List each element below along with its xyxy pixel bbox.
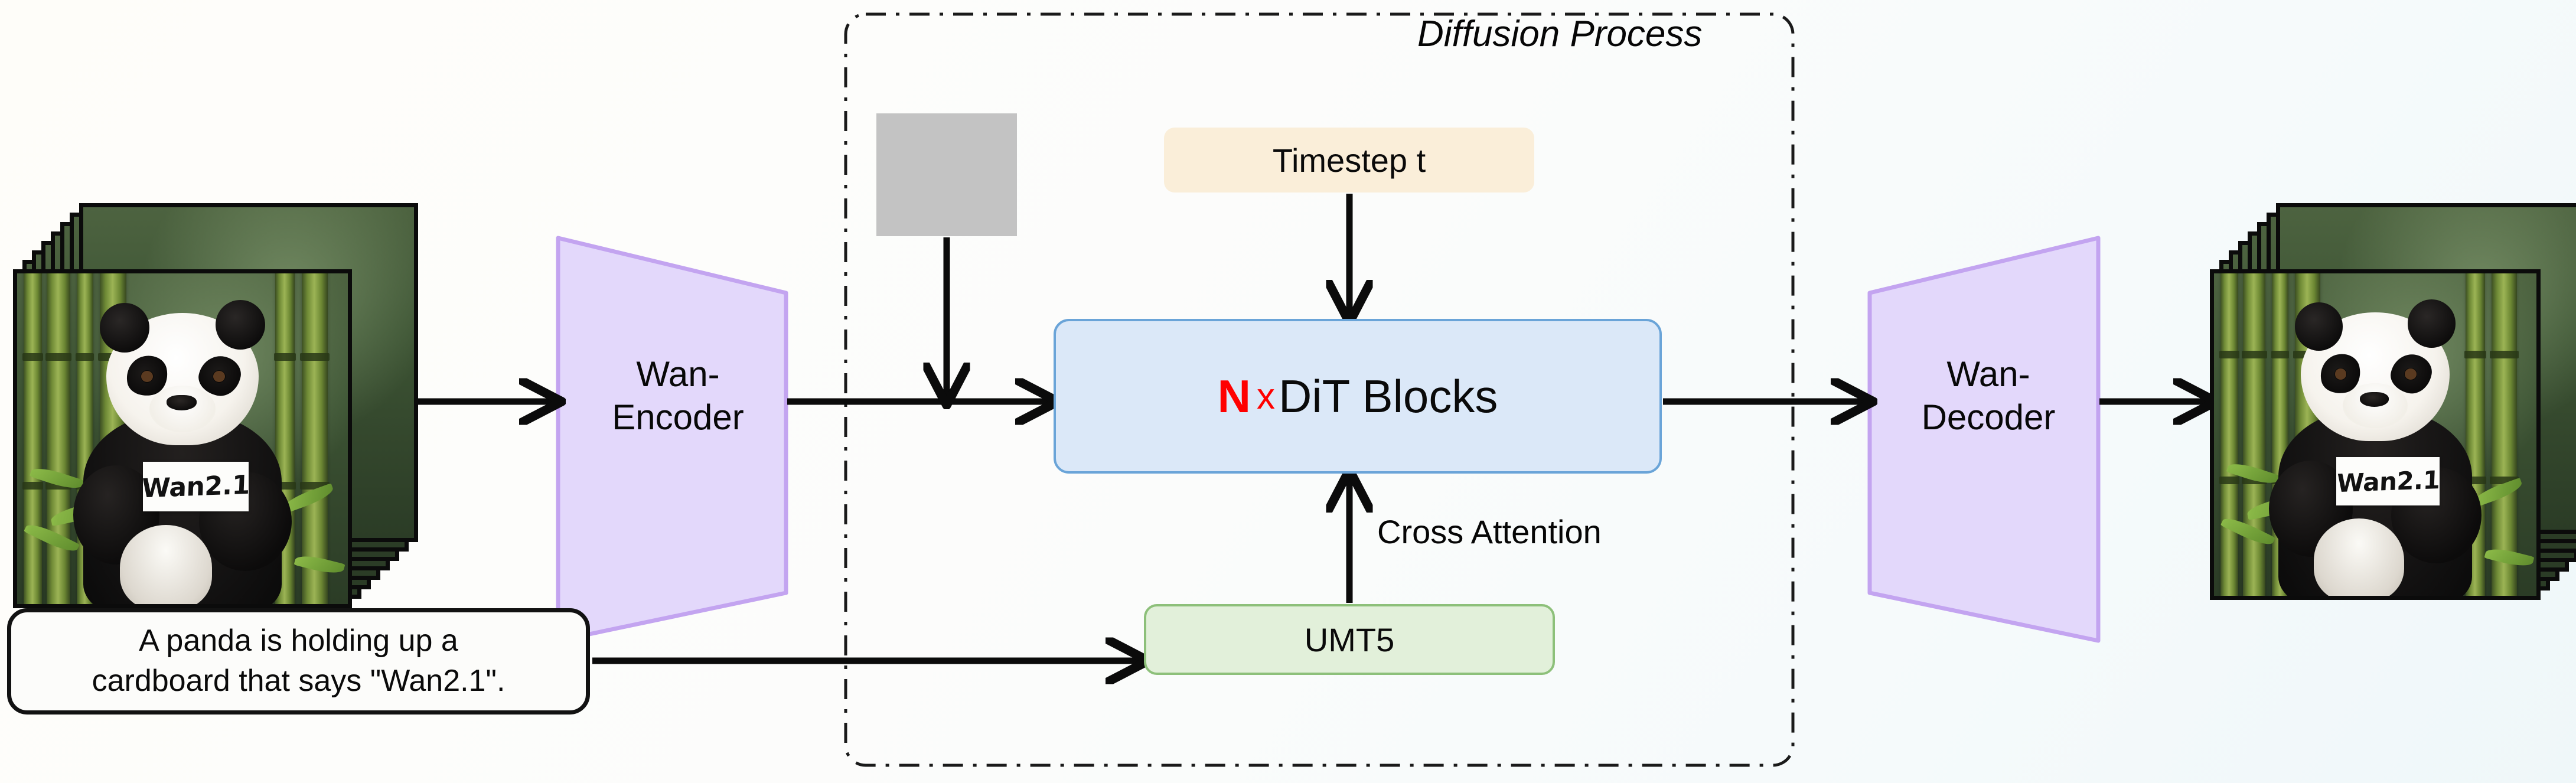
- output-video-frame-stack[interactable]: Wan2.1: [2210, 183, 2576, 600]
- prompt-line-1: A panda is holding up a: [139, 624, 458, 658]
- video-frame-front[interactable]: Wan2.1: [2210, 269, 2541, 600]
- umt5-label: UMT5: [1304, 621, 1395, 658]
- sign-text: Wan2.1: [2336, 465, 2440, 498]
- cross-attention-edge-label: Cross Attention: [1377, 513, 1602, 550]
- sign-text: Wan2.1: [141, 469, 250, 504]
- timestep-node[interactable]: Timestep t: [1164, 128, 1534, 193]
- umt5-text-encoder-node[interactable]: UMT5: [1144, 604, 1555, 675]
- dit-n-count: N: [1217, 370, 1251, 422]
- cardboard-sign: Wan2.1: [141, 462, 250, 512]
- wan-decoder-shape[interactable]: [1867, 236, 2101, 643]
- prompt-line-2: cardboard that says "Wan2.1".: [92, 664, 506, 698]
- input-video-frame-stack[interactable]: Wan2.1: [13, 183, 426, 608]
- timestep-label: Timestep t: [1272, 141, 1426, 179]
- dit-multiply-symbol: x: [1257, 376, 1276, 417]
- prompt-input-box[interactable]: A panda is holding up a cardboard that s…: [7, 608, 590, 715]
- cardboard-sign: Wan2.1: [2336, 457, 2440, 506]
- diffusion-process-title: Diffusion Process: [1417, 14, 1703, 54]
- wan-encoder-shape[interactable]: [556, 236, 788, 643]
- diffusion-process-region: [844, 12, 1795, 767]
- noise-latent-patch: [876, 113, 1017, 236]
- video-frame-front[interactable]: Wan2.1: [13, 269, 352, 608]
- dit-blocks-label: DiT Blocks: [1279, 370, 1498, 422]
- dit-blocks-node[interactable]: N x DiT Blocks: [1054, 319, 1662, 474]
